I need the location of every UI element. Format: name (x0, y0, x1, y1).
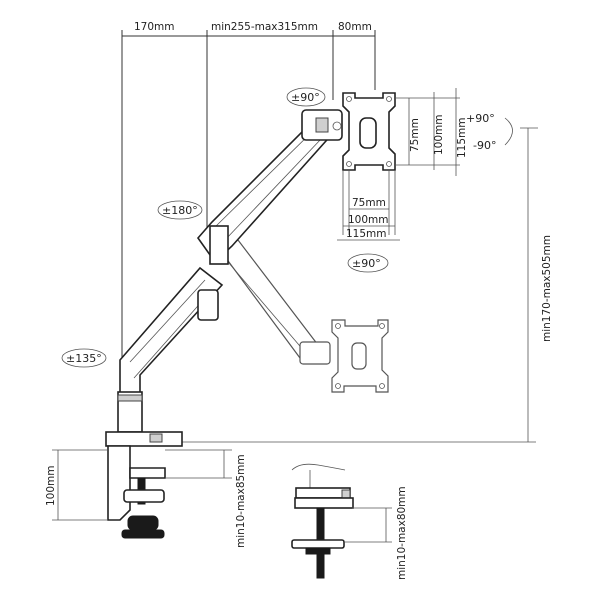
clamp-desk-thickness-label: min10-max85mm (235, 454, 247, 548)
base-rotation-indicator: ±135° (61, 348, 107, 368)
grommet-desk-thickness-label: min10-max80mm (396, 486, 408, 580)
vesa-75-vertical-label: 75mm (409, 118, 421, 152)
elbow-rotation-label: ±180° (162, 204, 198, 217)
swivel-top-indicator: ±90° (286, 87, 326, 107)
lower-arm (119, 266, 224, 396)
base-rotation-label: ±135° (66, 352, 102, 365)
tilt-up-label: +90° (466, 112, 495, 125)
plate-offset-label: 80mm (338, 21, 372, 33)
rotation-plate-label: ±90° (352, 257, 381, 270)
tilt-indicator: +90° -90° (466, 112, 513, 152)
elbow-rotation-indicator: ±180° (157, 200, 203, 220)
height-range-label: min170-max505mm (541, 235, 553, 342)
top-dimension-lines: 170mm min255-max315mm 80mm (121, 21, 376, 440)
grommet-mount (291, 463, 354, 579)
tilt-down-label: -90° (473, 139, 496, 152)
lowered-vesa-plate (331, 319, 389, 393)
vesa-75-horizontal-label: 75mm (352, 197, 386, 209)
arm-reach-label: min255-max315mm (211, 21, 318, 33)
upper-arm (196, 116, 336, 265)
vesa-100-vertical-label: 100mm (433, 115, 445, 156)
rotation-plate-indicator: ±90° (347, 253, 389, 273)
desk-clamp (105, 431, 183, 539)
vesa-100-horizontal-label: 100mm (348, 214, 389, 226)
vesa-plate (342, 92, 396, 171)
clamp-dimensions: 100mm min10-max85mm (45, 449, 247, 548)
vesa-115-horizontal-label: 115mm (346, 228, 387, 240)
vesa-115-vertical-label: 115mm (456, 118, 468, 159)
grommet-dimensions: min10-max80mm (345, 486, 408, 580)
base-column (117, 391, 143, 433)
swivel-top-label: ±90° (291, 91, 320, 104)
tilt-head (301, 109, 343, 141)
height-range-dimension: min170-max505mm (180, 127, 553, 443)
vesa-dimension-lines: 75mm 100mm 115mm 75mm 100mm 115mm (337, 88, 468, 241)
lowered-arm-ghost (219, 239, 331, 365)
clamp-height-label: 100mm (45, 466, 57, 507)
arm-offset-label: 170mm (134, 21, 175, 33)
